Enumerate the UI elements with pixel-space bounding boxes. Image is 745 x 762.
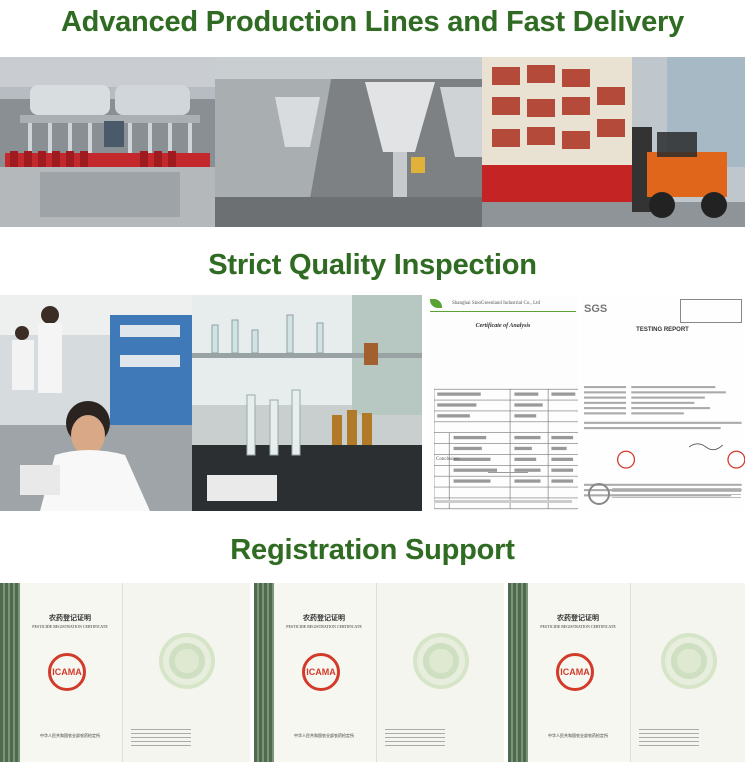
- guilloche-seal-icon: [159, 633, 215, 689]
- cert-side-border: [0, 583, 20, 762]
- guilloche-seal-icon: [413, 633, 469, 689]
- cert-issuer-cn: 中华人民共和国农业部农药检定所: [40, 733, 100, 738]
- cert-title-cn: 农药登记证明: [557, 614, 599, 622]
- filling-machine-photo: [0, 57, 215, 227]
- cert-side-border: [508, 583, 528, 762]
- lab-glassware-photo: [192, 295, 422, 511]
- sgs-footer-text: [612, 485, 741, 499]
- cert-address-text: [131, 729, 191, 747]
- cert-address-text: [385, 729, 445, 747]
- sgs-header-box: [680, 299, 742, 323]
- cert-title-en: PESTICIDE REGISTRATION CERTIFICATE: [540, 624, 616, 629]
- sgs-report-title: TESTING REPORT: [636, 327, 689, 333]
- quality-photo-strip: Shanghai SinoGreenland Industrial Co., L…: [0, 295, 745, 511]
- registration-certificate-3: 农药登记证明 PESTICIDE REGISTRATION CERTIFICAT…: [508, 583, 745, 762]
- cert-issuer-cn: 中华人民共和国农业部农药检定所: [294, 733, 354, 738]
- cert-address-text: [639, 729, 699, 747]
- production-photo-strip: [0, 57, 745, 227]
- sgs-seal-icon: [588, 483, 610, 505]
- cert-title-en: PESTICIDE REGISTRATION CERTIFICATE: [286, 624, 362, 629]
- lab-technician-photo: [0, 295, 192, 511]
- cert-side-border: [254, 583, 274, 762]
- coa-signature: [488, 467, 528, 473]
- forklift-warehouse-photo: [482, 57, 745, 227]
- coa-title: Certificate of Analysis: [475, 323, 531, 329]
- icama-logo: ICAMA: [302, 653, 340, 691]
- cert-right-page: [122, 583, 250, 762]
- guilloche-seal-icon: [661, 633, 717, 689]
- coa-results-table: [434, 388, 578, 510]
- coa-leaf-logo: [430, 299, 442, 308]
- coa-footer: [434, 500, 572, 503]
- hopper-line-photo: [215, 57, 482, 227]
- sgs-testing-report-doc: SGS TESTING REPORT: [580, 295, 745, 511]
- coa-conclusion-label: Conclusion:: [436, 457, 461, 462]
- cert-title-cn: 农药登记证明: [49, 614, 91, 622]
- sgs-logo: SGS: [584, 303, 608, 315]
- cert-title-cn: 农药登记证明: [303, 614, 345, 622]
- registration-certificate-2: 农药登记证明 PESTICIDE REGISTRATION CERTIFICAT…: [254, 583, 504, 762]
- icama-logo: ICAMA: [48, 653, 86, 691]
- section-title-registration: Registration Support: [230, 534, 515, 566]
- coa-company-name: Shanghai SinoGreenland Industrial Co., L…: [452, 301, 541, 306]
- cert-issuer-cn: 中华人民共和国农业部农药检定所: [548, 733, 608, 738]
- cert-right-page: [376, 583, 504, 762]
- certificate-of-analysis-doc: Shanghai SinoGreenland Industrial Co., L…: [428, 295, 578, 511]
- cert-title-en: PESTICIDE REGISTRATION CERTIFICATE: [32, 624, 108, 629]
- coa-divider: [430, 311, 576, 312]
- icama-logo: ICAMA: [556, 653, 594, 691]
- registration-certificate-1: 农药登记证明 PESTICIDE REGISTRATION CERTIFICAT…: [0, 583, 250, 762]
- section-title-production: Advanced Production Lines and Fast Deliv…: [60, 6, 685, 38]
- section-title-quality: Strict Quality Inspection: [208, 249, 537, 281]
- cert-right-page: [630, 583, 745, 762]
- registration-certificate-strip: 农药登记证明 PESTICIDE REGISTRATION CERTIFICAT…: [0, 583, 745, 762]
